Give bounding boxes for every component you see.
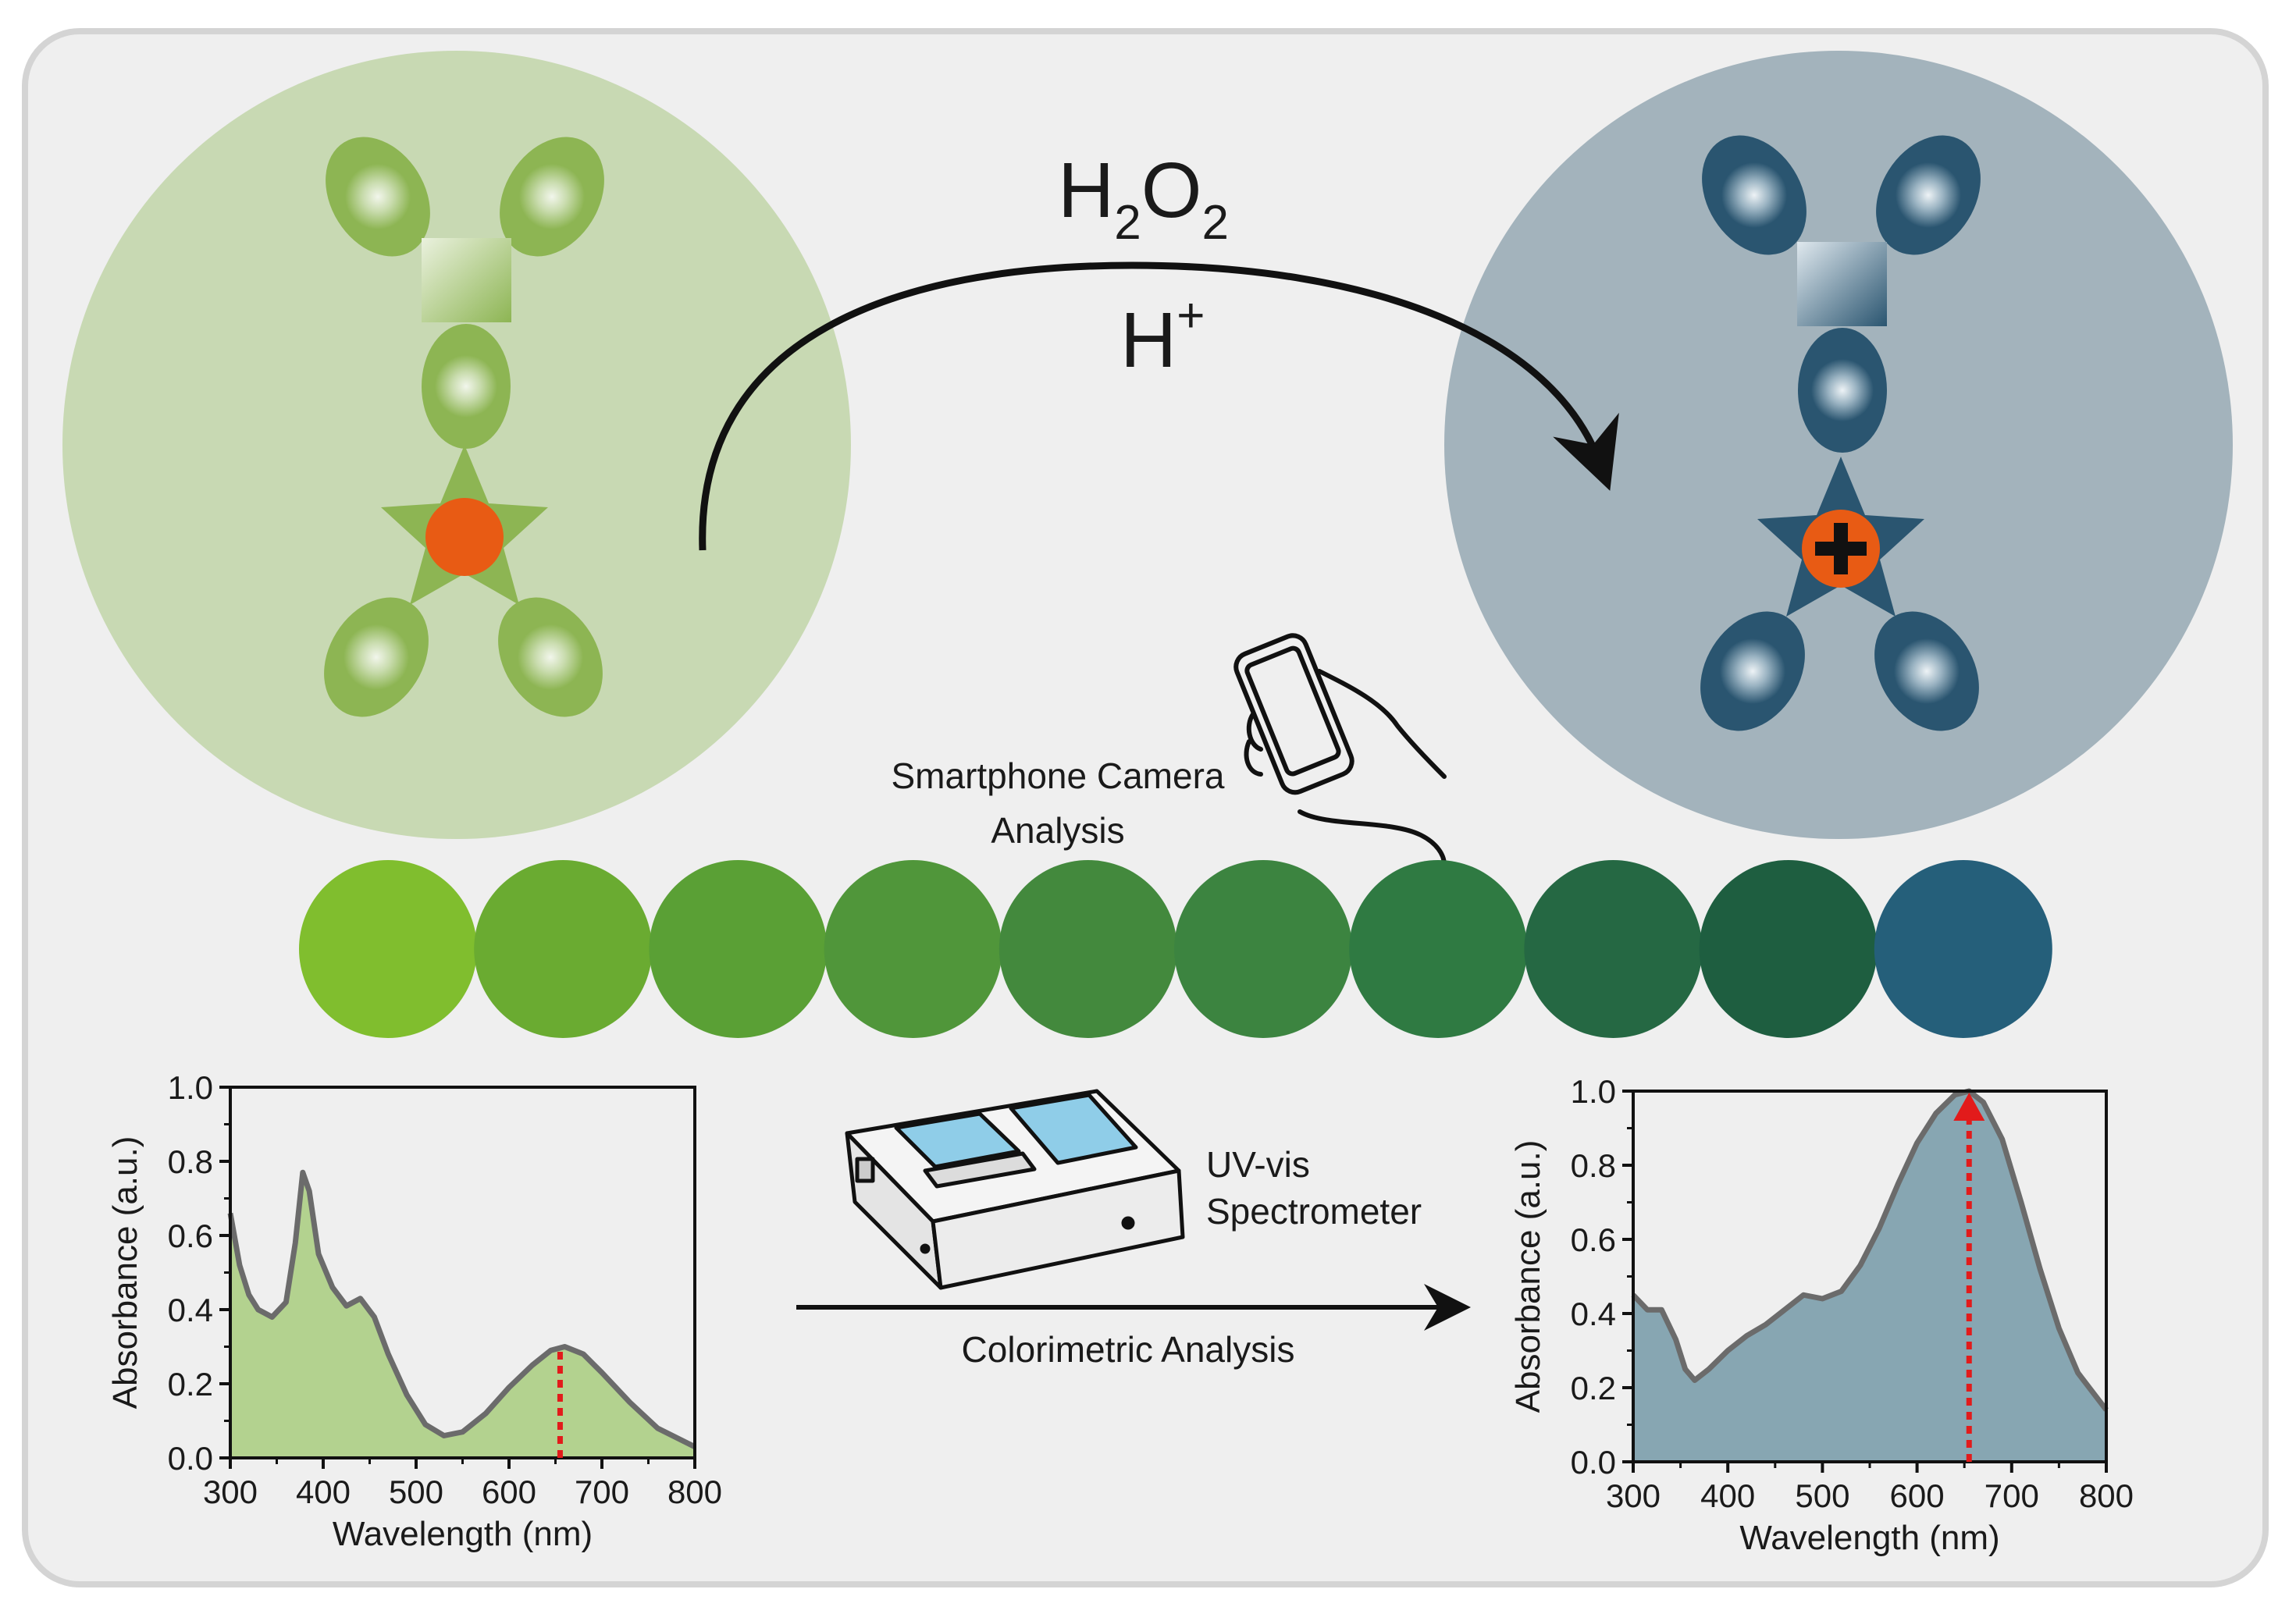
x-tick-label: 600 [1890, 1477, 1945, 1514]
x-tick-label: 800 [667, 1474, 722, 1510]
x-tick-label: 500 [1795, 1477, 1849, 1514]
x-tick-label: 700 [575, 1474, 629, 1510]
y-tick-label: 1.0 [168, 1069, 213, 1106]
color-swatch-6 [1174, 860, 1352, 1038]
y-tick-label: 0.4 [168, 1292, 213, 1328]
x-axis-label: Wavelength (nm) [333, 1515, 593, 1553]
green-lobe-middle-glow [435, 355, 497, 418]
plus-icon-vertical [1834, 523, 1848, 574]
green-molecule [324, 137, 604, 717]
color-swatch-3 [649, 860, 828, 1038]
spectrum-area-2 [1633, 1091, 2106, 1462]
reagent-h2o2-h: H [1058, 147, 1114, 234]
color-swatch-8 [1524, 860, 1703, 1038]
y-tick-label: 0.6 [168, 1218, 213, 1254]
x-tick-label: 300 [1606, 1477, 1661, 1514]
blue-lobe-top-right-glow [1896, 162, 1961, 228]
spectrometer-lid [923, 1151, 1037, 1189]
x-axis-label: Wavelength (nm) [1739, 1519, 1999, 1557]
reagent-h2o2-sub1: 2 [1114, 196, 1141, 250]
spectrometer-side [931, 1168, 1185, 1290]
y-tick-label: 1.0 [1571, 1073, 1616, 1110]
spectrometer-screen-left [894, 1111, 1021, 1169]
y-tick-label: 0.0 [1571, 1444, 1616, 1481]
y-tick-label: 0.2 [168, 1366, 213, 1402]
x-tick-label: 600 [482, 1474, 536, 1510]
blue-lobe-top-left-glow [1721, 162, 1787, 228]
spectrometer-knob [1121, 1216, 1135, 1230]
reaction-arrow [699, 261, 1619, 551]
cable [1298, 809, 1447, 867]
reagent-proton-sup: + [1176, 289, 1205, 343]
x-tick-label: 700 [1985, 1477, 2039, 1514]
y-tick-label: 0.6 [1571, 1221, 1616, 1258]
color-swatch-1 [299, 860, 477, 1038]
green-lobe-top-left-glow [345, 164, 411, 229]
uv-vis-spectrometer-icon [845, 1089, 1185, 1290]
peak-marker-arrowhead [1953, 1093, 1985, 1121]
y-axis-label: Absorbance (a.u.) [1509, 1140, 1547, 1413]
green-square [422, 238, 511, 322]
phone-body [1233, 633, 1354, 795]
y-axis-label: Absorbance (a.u.) [106, 1136, 144, 1410]
green-core [425, 498, 504, 576]
reagent-h2o2: H2O2 [1058, 147, 1229, 250]
blue-lobe-bottom-left-glow [1720, 638, 1785, 704]
color-swatch-4 [824, 860, 1002, 1038]
x-tick-label: 400 [1700, 1477, 1755, 1514]
color-swatch-5 [998, 860, 1177, 1038]
smartphone-caption-line1: Smartphone Camera [892, 755, 1225, 796]
y-tick-label: 0.4 [1571, 1296, 1616, 1332]
spectrum-line-1 [227, 1169, 696, 1449]
color-swatch-2 [474, 860, 653, 1038]
blue-molecule [1700, 135, 1981, 731]
hand-outline [1317, 669, 1447, 779]
colorimetric-caption: Colorimetric Analysis [962, 1329, 1295, 1370]
blue-lobe-middle-glow [1811, 359, 1874, 421]
blue-absorbance-spectrum: 300 400 500 600 700 800 0.0 0.2 0.4 0.6 0.8 1.0Wave… [1509, 1073, 2134, 1557]
x-tick-label: 300 [203, 1474, 258, 1510]
spectrometer-port [855, 1157, 875, 1183]
smartphone-caption-line2: Analysis [991, 810, 1124, 851]
color-swatch-9 [1699, 860, 1878, 1038]
green-lobe-bottom-right-glow [518, 624, 583, 690]
color-swatch-7 [1349, 860, 1528, 1038]
color-swatch-10 [1874, 860, 2052, 1038]
phone-screen [1244, 645, 1341, 777]
spectrometer-screen-right [1009, 1093, 1138, 1165]
green-lobe-bottom-left-glow [344, 624, 409, 690]
x-tick-label: 500 [389, 1474, 443, 1510]
reagent-h2o2-sub2: 2 [1202, 196, 1229, 250]
hand-fingers [1244, 712, 1263, 777]
green-absorbance-spectrum: 300 400 500 600 700 800 0.0 0.2 0.4 0.6 0.8 1.0Wave… [106, 1069, 722, 1553]
y-tick-label: 0.0 [168, 1440, 213, 1477]
reagent-proton: H+ [1120, 289, 1205, 384]
spectrometer-knob-2 [920, 1243, 931, 1254]
uv-vis-caption-line2: Spectrometer [1206, 1191, 1422, 1232]
reagent-h2o2-o: O [1141, 147, 1202, 234]
smartphone-icon [1233, 633, 1447, 867]
blue-lobe-bottom-right-glow [1894, 638, 1960, 704]
y-tick-label: 0.8 [168, 1143, 213, 1180]
reagent-proton-h: H [1120, 297, 1176, 384]
uv-vis-caption-line1: UV-vis [1206, 1144, 1310, 1185]
y-tick-label: 0.2 [1571, 1370, 1616, 1406]
x-tick-label: 400 [296, 1474, 351, 1510]
x-tick-label: 800 [2079, 1477, 2134, 1514]
spectrum-line-2 [1631, 1088, 2109, 1412]
y-tick-label: 0.8 [1571, 1147, 1616, 1184]
blue-square [1797, 242, 1887, 326]
spectrum-area-1 [230, 1172, 695, 1458]
green-lobe-top-right-glow [519, 164, 585, 229]
color-swatch-row [299, 860, 2052, 1038]
